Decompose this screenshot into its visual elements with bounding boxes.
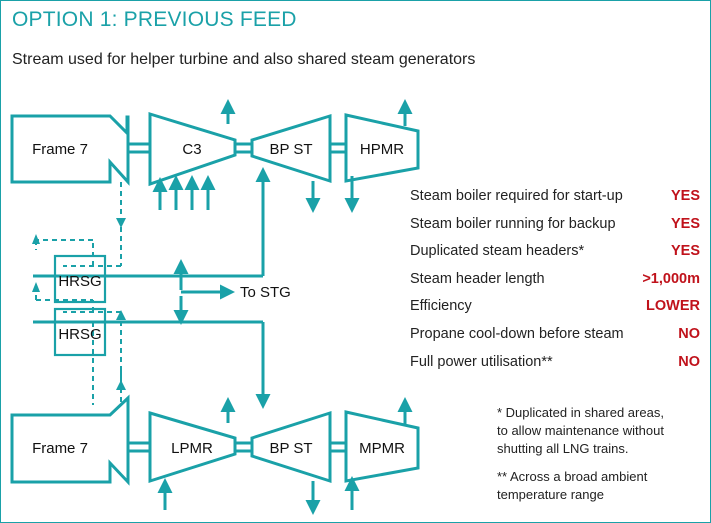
footnote-2-line: temperature range (497, 487, 604, 502)
hrsg-2-label: HRSG (58, 326, 101, 343)
comparison-row: Propane cool-down before steam NO (410, 326, 700, 354)
footnote-2-line: ** Across a broad ambient (497, 469, 648, 484)
hpmr-label: HPMR (360, 141, 404, 158)
comparison-row: Efficiency LOWER (410, 298, 700, 326)
lpmr-shape (148, 410, 237, 484)
footnote-1: * Duplicated in shared areas, to allow m… (497, 404, 702, 458)
comparison-value: NO (678, 353, 700, 370)
comparison-value: YES (670, 243, 700, 260)
comparison-label: Steam boiler running for backup (410, 215, 616, 232)
lpmr-label: LPMR (171, 440, 213, 457)
mpmr-shape (344, 410, 420, 483)
frame7-bottom-shape (10, 394, 130, 486)
comparison-value: LOWER (646, 298, 700, 315)
comparison-table: Steam boiler required for start-up YES S… (410, 188, 700, 381)
footnote-1-line: shutting all LNG trains. (497, 441, 629, 456)
comparison-label: Duplicated steam headers* (410, 243, 585, 260)
comparison-value: YES (670, 188, 700, 204)
page-subtitle: Stream used for helper turbine and also … (12, 51, 476, 68)
comparison-value: >1,000m (642, 270, 700, 287)
hrsg-2-box (53, 307, 107, 357)
bottom-bpst-label: BP ST (269, 440, 312, 457)
footnote-1-line: to allow maintenance without (497, 423, 664, 438)
page-title: OPTION 1: PREVIOUS FEED (12, 8, 297, 31)
comparison-row: Steam boiler running for backup YES (410, 216, 700, 244)
top-bpst-label: BP ST (269, 141, 312, 158)
mpmr-label: MPMR (359, 440, 405, 457)
comparison-value: NO (678, 325, 700, 342)
hpmr-top-shape (344, 113, 420, 183)
comparison-value: YES (670, 215, 700, 232)
bottom-frame7-label: Frame 7 (32, 440, 88, 457)
comparison-row: Full power utilisation** NO (410, 354, 700, 382)
footnote-2: ** Across a broad ambient temperature ra… (497, 468, 702, 504)
comparison-row: Steam boiler required for start-up YES (410, 188, 700, 216)
to-stg-label: To STG (240, 284, 291, 301)
comparison-label: Steam header length (410, 270, 545, 287)
c3-label: C3 (182, 141, 201, 158)
footnote-1-line: * Duplicated in shared areas, (497, 405, 664, 420)
top-frame7-label: Frame 7 (32, 141, 88, 158)
comparison-label: Propane cool-down before steam (410, 325, 624, 342)
hrsg-1-box (53, 254, 107, 304)
comparison-label: Efficiency (410, 298, 472, 315)
comparison-label: Full power utilisation** (410, 353, 553, 370)
comparison-row: Duplicated steam headers* YES (410, 243, 700, 271)
comparison-row: Steam header length >1,000m (410, 271, 700, 299)
c3-shape (148, 111, 237, 187)
comparison-label: Steam boiler required for start-up (410, 188, 623, 204)
hrsg-1-label: HRSG (58, 273, 101, 290)
frame7-top-shape (10, 114, 130, 186)
